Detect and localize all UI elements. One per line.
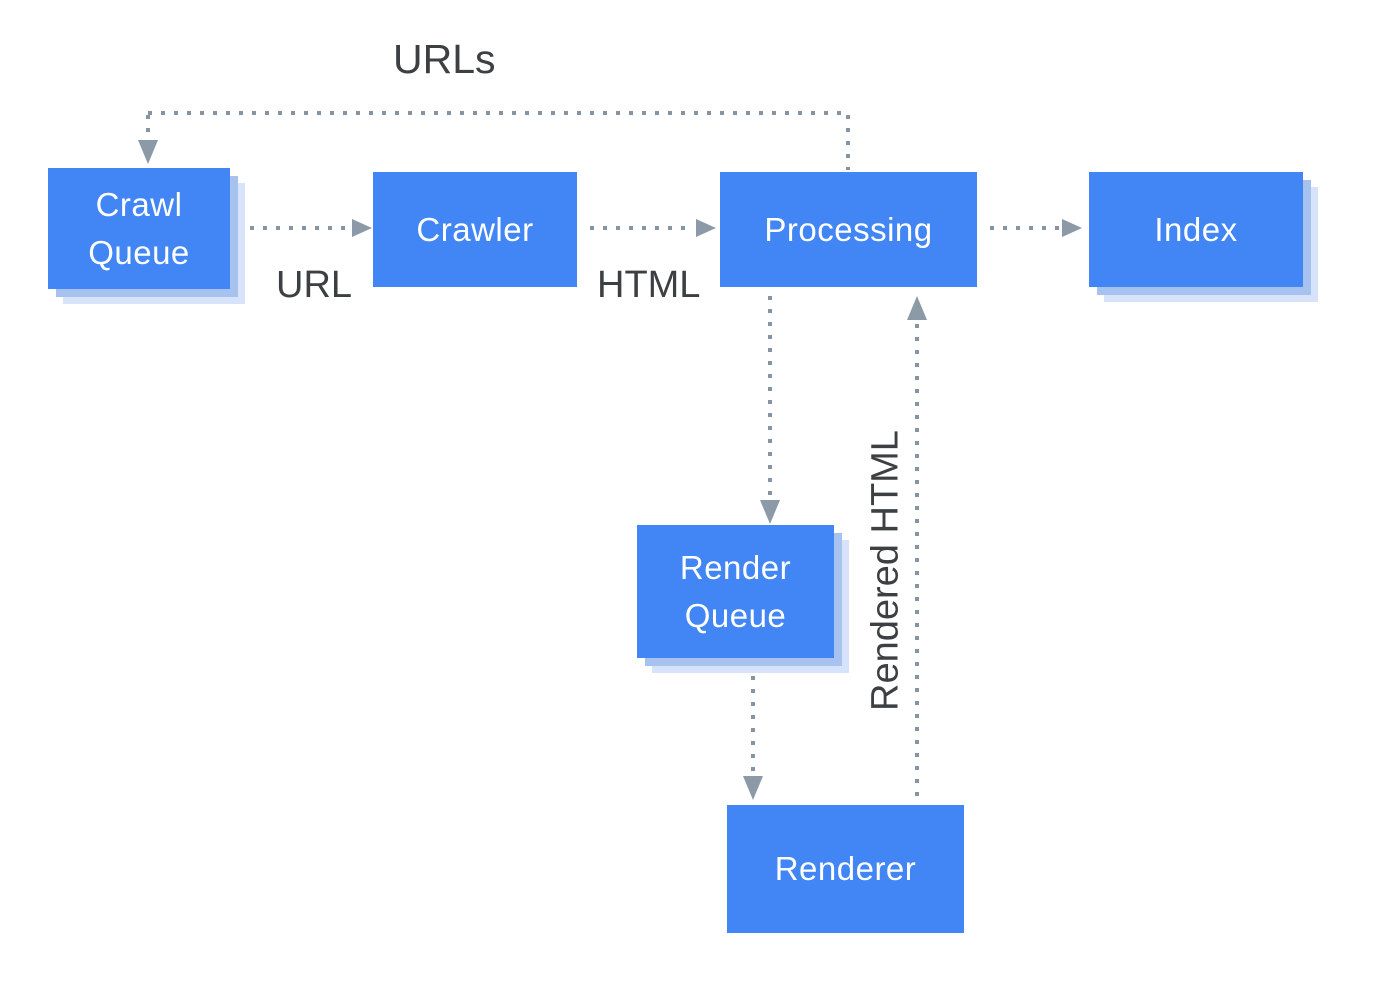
edge-processing-to-crawl-queue-horizontal — [148, 111, 848, 115]
arrowhead-into-crawl-queue — [138, 140, 158, 164]
node-index-label: Index — [1154, 210, 1238, 248]
node-renderer-label: Renderer — [774, 850, 917, 888]
arrowhead-into-crawler — [352, 219, 372, 237]
arrowhead-into-index — [1062, 219, 1082, 237]
arrowhead-into-renderer — [743, 776, 763, 800]
node-crawl-queue: Crawl Queue — [48, 168, 230, 289]
node-render-queue-label: Render Queue — [679, 548, 792, 634]
edge-processing-to-crawl-queue-right-drop — [846, 115, 850, 170]
arrowhead-into-processing-from-renderer — [907, 296, 927, 320]
arrowhead-into-processing — [696, 219, 716, 237]
node-index: Index — [1089, 172, 1303, 287]
edge-crawl-queue-to-crawler — [250, 226, 352, 230]
edge-label-html: HTML — [597, 264, 701, 306]
node-crawler-label: Crawler — [416, 210, 534, 248]
node-renderer: Renderer — [727, 805, 964, 933]
edge-processing-to-index — [990, 226, 1062, 230]
edge-label-rendered-html: Rendered HTML — [864, 430, 907, 711]
edge-processing-to-render-queue — [768, 296, 772, 498]
arrowhead-into-render-queue — [760, 500, 780, 524]
node-processing: Processing — [720, 172, 977, 287]
edge-processing-to-crawl-queue-left-drop — [146, 115, 150, 139]
edge-render-queue-to-renderer — [751, 676, 755, 774]
edge-renderer-to-processing — [915, 324, 919, 805]
edge-crawler-to-processing — [590, 226, 694, 230]
node-render-queue: Render Queue — [637, 525, 834, 658]
node-crawl-queue-label: Crawl Queue — [88, 185, 190, 271]
edge-label-urls: URLs — [393, 36, 496, 82]
node-crawler: Crawler — [373, 172, 577, 287]
node-processing-label: Processing — [764, 210, 933, 248]
edge-label-url: URL — [276, 264, 353, 306]
